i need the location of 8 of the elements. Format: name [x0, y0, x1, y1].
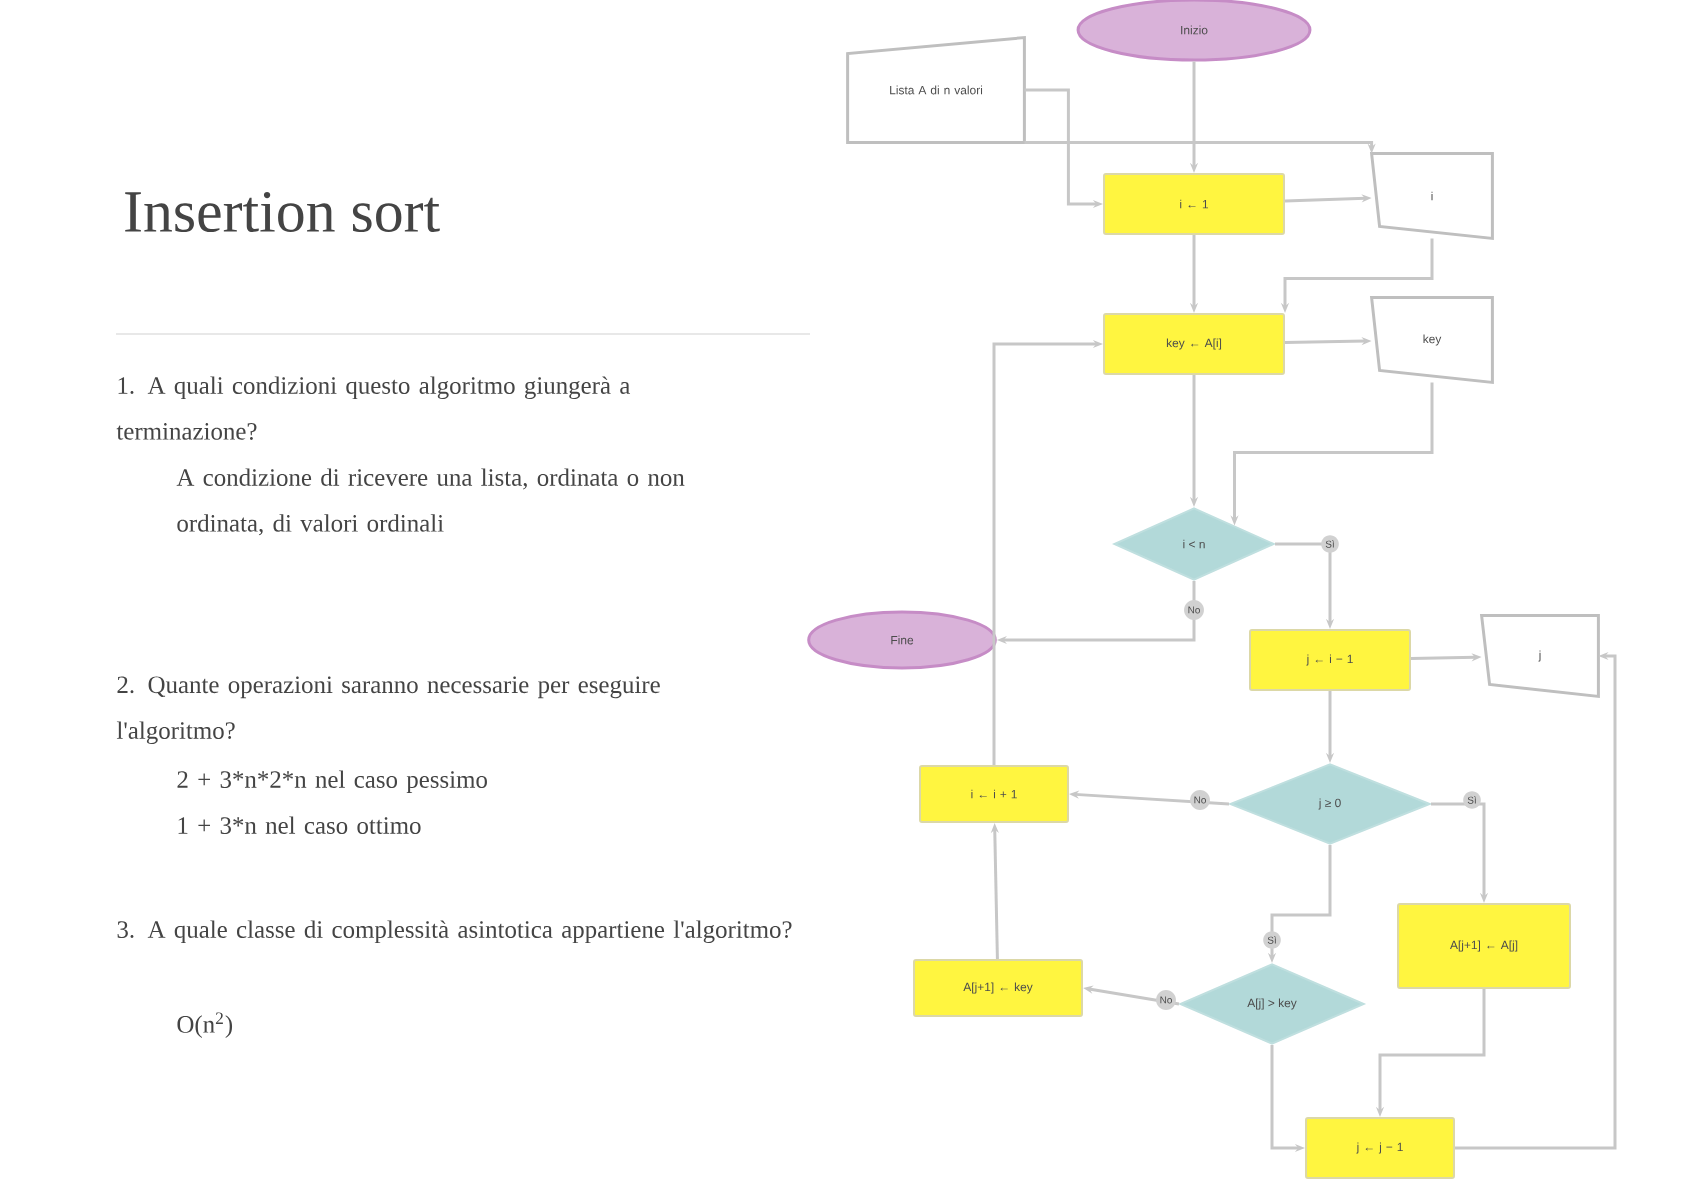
question-text: 3. A quale classe di complessità asintotica appartiene l'algoritmo? [117, 920, 792, 944]
answer-text: O(n$^{2}$) [177, 1012, 233, 1038]
answer-text: A condizione di ricevere una lista, ordinata o non ordinata, di valori ordinali [176, 468, 685, 536]
question-text: 2. Quante operazioni saranno necessarie per eseguire l'algoritmo? [116, 676, 660, 745]
title: Insertion sort [125, 191, 440, 233]
question-text: 1. A quali condizioni questo algoritmo giungerà a terminazione? [116, 376, 631, 440]
answer-text: 2 + 3*n*2*n nel caso pessimo [177, 770, 487, 793]
answer-text: 1 + 3*n nel caso ottimo [178, 816, 421, 834]
